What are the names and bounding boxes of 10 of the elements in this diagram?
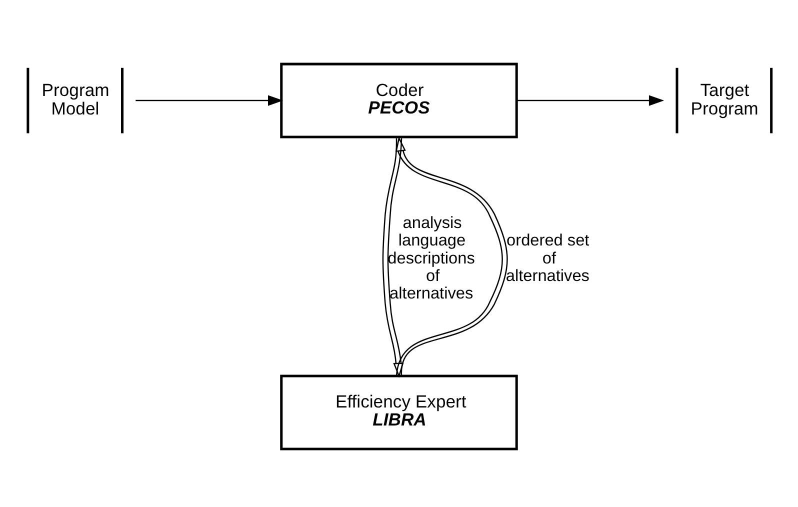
arrow bbox=[395, 136, 508, 376]
arrow bbox=[382, 138, 404, 378]
edge-label: ordered set of alternatives bbox=[506, 231, 590, 284]
edge-label: analysis language descriptions of alternatives bbox=[388, 214, 475, 302]
arrow bbox=[136, 94, 284, 106]
arrow bbox=[516, 94, 664, 106]
node-text: Program Model bbox=[42, 79, 110, 118]
node-text: Target Program bbox=[690, 79, 758, 118]
node-box: Efficiency Expert LIBRA bbox=[280, 374, 518, 450]
node-box: Coder PECOS bbox=[280, 62, 518, 138]
